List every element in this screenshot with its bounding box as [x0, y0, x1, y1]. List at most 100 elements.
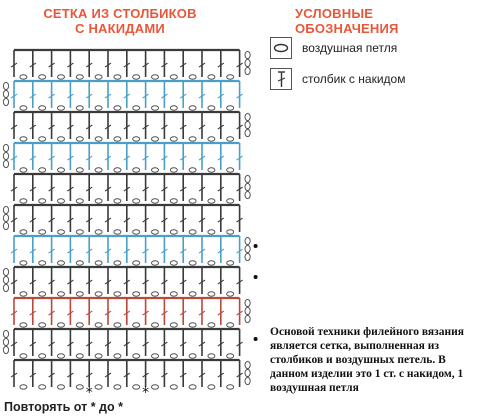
- yarn-over-mark: [29, 310, 37, 316]
- chain-stitch: [207, 229, 216, 235]
- chain-stitch: [226, 167, 235, 173]
- chain-stitch: [38, 229, 47, 235]
- legend-item-chain: воздушная петля: [270, 37, 397, 59]
- legend-title: УСЛОВНЫЕ ОБОЗНАЧЕНИЯ: [295, 6, 399, 36]
- yarn-over-mark: [10, 217, 18, 223]
- turning-chain: [244, 368, 251, 378]
- yarn-over-mark: [217, 217, 225, 223]
- chain-stitch: [188, 167, 197, 173]
- chain-stitch: [113, 74, 122, 80]
- yarn-over-mark: [236, 93, 243, 99]
- chain-stitch: [19, 74, 28, 80]
- yarn-over-mark: [198, 155, 206, 161]
- chain-stitch: [75, 74, 84, 80]
- chain-stitch: [132, 105, 141, 111]
- turning-chain: [244, 360, 251, 370]
- chain-stitch: [19, 198, 28, 204]
- chain-stitch: [226, 136, 235, 142]
- turning-chain: [2, 81, 10, 91]
- row-marker: [253, 337, 258, 341]
- yarn-over-mark: [198, 372, 206, 378]
- yarn-over-mark: [123, 310, 131, 316]
- yarn-over-mark: [123, 155, 131, 161]
- chain-stitch: [132, 74, 141, 80]
- chain-stitch: [38, 260, 47, 266]
- repeat-label: Повторять от * до *: [4, 400, 123, 414]
- chain-stitch: [57, 322, 65, 328]
- chain-stitch: [19, 167, 28, 173]
- chain-stitch: [75, 353, 84, 359]
- yarn-over-mark: [10, 248, 18, 254]
- yarn-over-mark: [48, 310, 55, 316]
- yarn-over-mark: [198, 62, 206, 68]
- yarn-over-mark: [10, 372, 18, 378]
- yarn-over-mark: [67, 155, 74, 161]
- yarn-over-mark: [85, 310, 93, 316]
- yarn-over-mark: [217, 310, 225, 316]
- turning-chain: [244, 190, 251, 200]
- chain-stitch: [57, 229, 65, 235]
- yarn-over-mark: [179, 372, 187, 378]
- chain-stitch: [132, 229, 141, 235]
- yarn-over-mark: [29, 372, 37, 378]
- chain-stitch: [226, 322, 235, 328]
- yarn-over-mark: [104, 155, 112, 161]
- chain-stitch: [75, 198, 84, 204]
- yarn-over-mark: [48, 186, 55, 192]
- yarn-over-mark: [123, 93, 131, 99]
- chain-stitch: [113, 322, 122, 328]
- yarn-over-mark: [67, 217, 74, 223]
- chain-stitch: [57, 105, 65, 111]
- row-marker: [253, 275, 258, 279]
- turning-chain: [2, 159, 10, 169]
- yarn-over-mark: [104, 62, 112, 68]
- yarn-over-mark: [142, 372, 149, 378]
- turning-chain: [244, 120, 251, 130]
- chain-stitch: [113, 384, 122, 390]
- chain-stitch: [169, 229, 178, 235]
- chain-stitch: [151, 74, 159, 80]
- chain-stitch: [94, 260, 103, 266]
- chain-stitch: [132, 136, 141, 142]
- chain-stitch: [113, 260, 122, 266]
- yarn-over-mark: [142, 155, 149, 161]
- yarn-over-mark: [10, 279, 18, 285]
- yarn-over-mark: [48, 248, 55, 254]
- chain-stitch: [207, 167, 216, 173]
- yarn-over-mark: [236, 124, 243, 130]
- yarn-over-mark: [123, 248, 131, 254]
- yarn-over-mark: [179, 248, 187, 254]
- chain-stitch: [38, 353, 47, 359]
- yarn-over-mark: [179, 341, 187, 347]
- chain-stitch: [207, 353, 216, 359]
- chain-stitch: [207, 291, 216, 297]
- yarn-over-mark: [161, 248, 168, 254]
- yarn-over-mark: [85, 155, 93, 161]
- description-text: Основой техники филейного вязания являет…: [270, 326, 465, 394]
- yarn-over-mark: [29, 155, 37, 161]
- yarn-over-mark: [236, 217, 243, 223]
- yarn-over-mark: [29, 93, 37, 99]
- yarn-over-mark: [67, 341, 74, 347]
- yarn-over-mark: [198, 124, 206, 130]
- yarn-over-mark: [198, 93, 206, 99]
- chain-stitch: [38, 136, 47, 142]
- chain-stitch: [75, 105, 84, 111]
- chain-stitch: [132, 291, 141, 297]
- yarn-over-mark: [29, 217, 37, 223]
- yarn-over-mark: [236, 372, 243, 378]
- chart-title: СЕТКА ИЗ СТОЛБИКОВ С НАКИДАМИ: [20, 6, 220, 36]
- turning-chain: [2, 329, 10, 339]
- chain-stitch: [94, 167, 103, 173]
- yarn-over-mark: [29, 248, 37, 254]
- chain-stitch: [57, 291, 65, 297]
- chain-stitch: [207, 198, 216, 204]
- chain-stitch-icon: [270, 37, 292, 59]
- turning-chain: [2, 205, 10, 215]
- yarn-over-mark: [29, 186, 37, 192]
- chain-stitch: [169, 353, 178, 359]
- turning-chain: [244, 112, 251, 122]
- yarn-over-mark: [123, 186, 131, 192]
- yarn-over-mark: [179, 155, 187, 161]
- yarn-over-mark: [236, 341, 243, 347]
